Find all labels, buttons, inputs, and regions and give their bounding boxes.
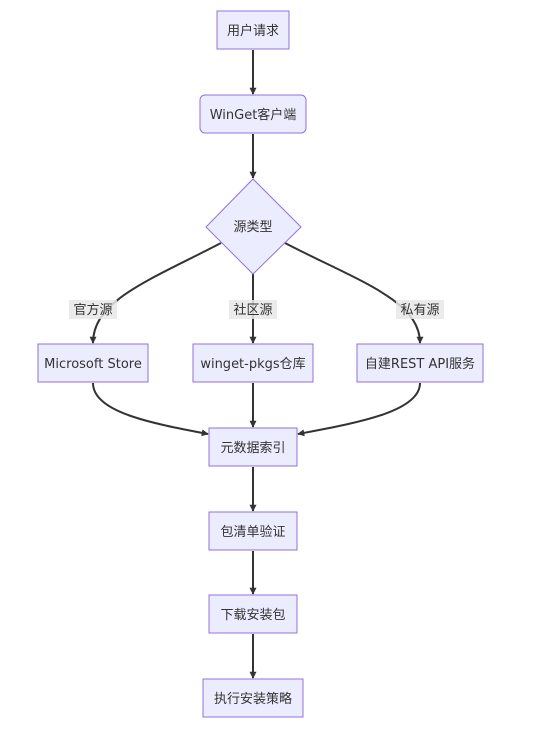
node-download-package-label: 下载安装包 — [220, 608, 285, 623]
node-private-rest: 自建REST API服务 — [356, 343, 484, 383]
node-microsoft-store: Microsoft Store — [37, 343, 149, 383]
node-winget-client: WinGet客户端 — [199, 94, 307, 134]
node-private-rest-label: 自建REST API服务 — [365, 356, 475, 372]
node-user-request-label: 用户请求 — [227, 23, 279, 39]
edge-source-type-to-microsoft-store — [89, 242, 222, 344]
edge-label-private: 私有源 — [396, 300, 444, 319]
node-download-package: 下载安装包 — [208, 594, 298, 634]
node-winget-pkgs-label: winget-pkgs仓库 — [200, 356, 305, 372]
edge-label-community-text: 社区源 — [233, 302, 272, 318]
node-source-type: 源类型 — [205, 178, 302, 275]
edge-private-rest-to-metadata-index — [297, 382, 421, 437]
node-source-type-label: 源类型 — [233, 220, 272, 235]
node-install-policy: 执行安装策略 — [202, 678, 304, 718]
node-install-policy-label: 执行安装策略 — [214, 691, 292, 707]
edge-label-community: 社区源 — [229, 300, 277, 319]
edge-source-type-to-private-rest — [284, 242, 424, 344]
node-metadata-index: 元数据索引 — [208, 427, 298, 467]
node-winget-pkgs: winget-pkgs仓库 — [192, 343, 314, 383]
edge-label-official: 官方源 — [69, 300, 117, 319]
node-user-request: 用户请求 — [216, 10, 290, 50]
edge-label-official-text: 官方源 — [73, 302, 112, 318]
edges — [89, 50, 424, 679]
node-manifest-validate: 包清单验证 — [208, 511, 298, 551]
node-metadata-index-label: 元数据索引 — [220, 441, 285, 456]
node-microsoft-store-label: Microsoft Store — [44, 357, 142, 372]
edge-label-private-text: 私有源 — [400, 303, 439, 318]
node-winget-client-label: WinGet客户端 — [210, 107, 297, 123]
node-manifest-validate-label: 包清单验证 — [220, 524, 285, 540]
edge-microsoft-store-to-metadata-index — [92, 382, 209, 437]
